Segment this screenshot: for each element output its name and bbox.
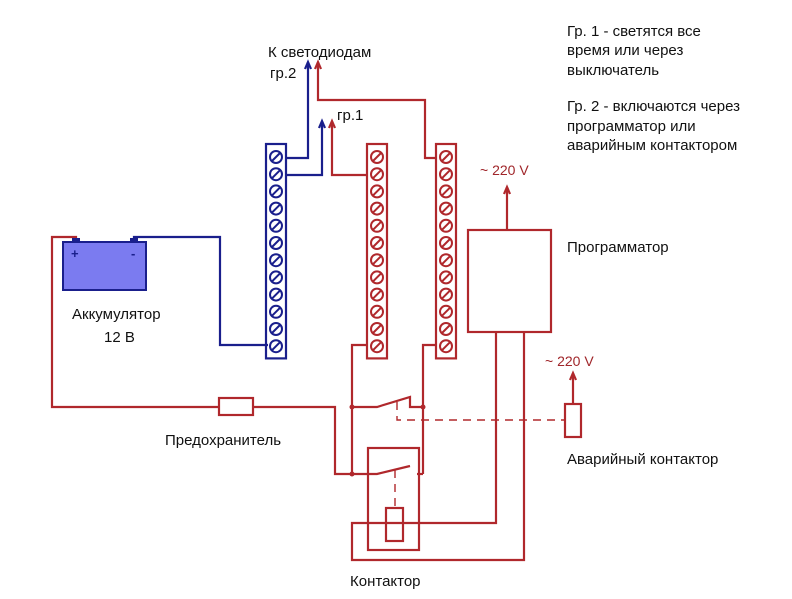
terminal-screw [370, 322, 384, 336]
programmer-box [466, 228, 553, 334]
terminal-screw [370, 287, 384, 302]
terminal-screw [370, 150, 384, 164]
contactor-box [366, 446, 421, 552]
emergency-switch-contact [352, 395, 423, 409]
fuse-body [217, 396, 255, 417]
terminal-screw [439, 167, 453, 182]
gr2-label: гр.2 [270, 65, 296, 82]
emergency-contactor-label: Аварийный контактор [567, 451, 718, 468]
terminal-screw [269, 253, 283, 268]
terminal-block-blue [264, 142, 288, 360]
terminal-block-red-2 [434, 142, 458, 360]
wire-gr2-red [316, 62, 437, 160]
emergency-contactor-box [563, 402, 583, 439]
emergency-mechanical-link [396, 402, 565, 421]
terminal-screw [370, 304, 384, 319]
arrow-gr2-blue [303, 59, 313, 70]
wire-gr1-blue [286, 122, 324, 177]
terminal-screw [269, 304, 283, 319]
terminal-screw [370, 270, 384, 285]
wire-block1-bottom [350, 343, 368, 474]
terminal-screw [269, 150, 283, 164]
terminal-block-frame [264, 142, 288, 360]
note-gr2-line3: аварийным контактором [567, 137, 737, 154]
arrow-gr1-blue [317, 118, 327, 129]
programmer-label: Программатор [567, 239, 669, 256]
terminal-screw [370, 253, 384, 268]
wire-gr1-red [330, 122, 368, 177]
battery-plus-label: + [71, 246, 79, 261]
note-gr2-line1: Гр. 2 - включаются через [567, 98, 740, 115]
wire-programmer-right [350, 332, 526, 562]
note-gr2-line2: программатор или [567, 118, 696, 135]
emergency-voltage-label: ~ 220 V [545, 353, 594, 369]
contactor-switch-contact [352, 464, 411, 476]
arrow-emergency-220 [568, 370, 578, 381]
arrow-programmer-220 [502, 184, 512, 195]
note-gr1-line2: время или через [567, 42, 683, 59]
terminal-block-frame [434, 142, 458, 360]
terminal-screw [439, 150, 453, 164]
terminal-screw [269, 322, 283, 336]
arrow-gr1-red [327, 118, 337, 129]
terminal-screw [269, 236, 283, 250]
terminal-screw [269, 339, 283, 354]
terminal-screw [269, 201, 283, 216]
note-gr1-line1: Гр. 1 - светятся все [567, 23, 701, 40]
junction-dot [420, 404, 426, 410]
junction-dots [349, 404, 426, 477]
terminal-screw [370, 167, 384, 182]
wire-block2-bottom [421, 343, 437, 474]
terminal-screw [370, 201, 384, 216]
terminal-screw [439, 253, 453, 268]
battery-terminal-plus [72, 238, 80, 242]
terminal-screw [439, 287, 453, 302]
battery-voltage-label: 12 В [104, 329, 135, 346]
fuse-label: Предохранитель [165, 432, 281, 449]
terminal-block-frame [365, 142, 389, 360]
terminal-screw [370, 339, 384, 354]
terminal-screw [439, 218, 453, 233]
contactor-coil [384, 506, 405, 543]
contactor-label: Контактор [350, 573, 421, 590]
junction-dot [349, 471, 355, 477]
terminal-screw [370, 236, 384, 250]
mechanical-links [394, 402, 565, 508]
wire-battery-minus [132, 235, 268, 347]
terminal-screw [439, 184, 453, 199]
terminal-screw [269, 270, 283, 285]
wire-gr2-blue [286, 62, 310, 160]
junction-dot [349, 404, 355, 410]
programmer-voltage-label: ~ 220 V [480, 162, 529, 178]
terminal-screw [269, 167, 283, 182]
terminal-screw [269, 184, 283, 199]
red-wires [50, 59, 583, 562]
terminal-screw [439, 236, 453, 250]
terminal-screw [439, 201, 453, 216]
terminal-screw [439, 270, 453, 285]
to-leds-label: К светодиодам [268, 44, 371, 61]
battery: + - [62, 238, 147, 291]
terminal-block-red-1 [365, 142, 389, 360]
terminal-screw [269, 287, 283, 302]
wire-programmer-left [368, 332, 498, 525]
terminal-screw [269, 218, 283, 233]
battery-body [62, 241, 147, 291]
gr1-label: гр.1 [337, 107, 363, 124]
note-gr1-line3: выключатель [567, 62, 659, 79]
battery-name-label: Аккумулятор [72, 306, 161, 323]
terminal-screw [370, 218, 384, 233]
terminal-screw [439, 322, 453, 336]
arrow-gr2-red [313, 59, 323, 70]
battery-minus-label: - [131, 246, 135, 261]
blue-wires [132, 59, 327, 347]
terminal-screw [370, 184, 384, 199]
wire-fuse-to-contactor [253, 405, 352, 476]
terminal-screw [439, 304, 453, 319]
battery-terminal-minus [130, 238, 138, 242]
terminal-screw [439, 339, 453, 354]
